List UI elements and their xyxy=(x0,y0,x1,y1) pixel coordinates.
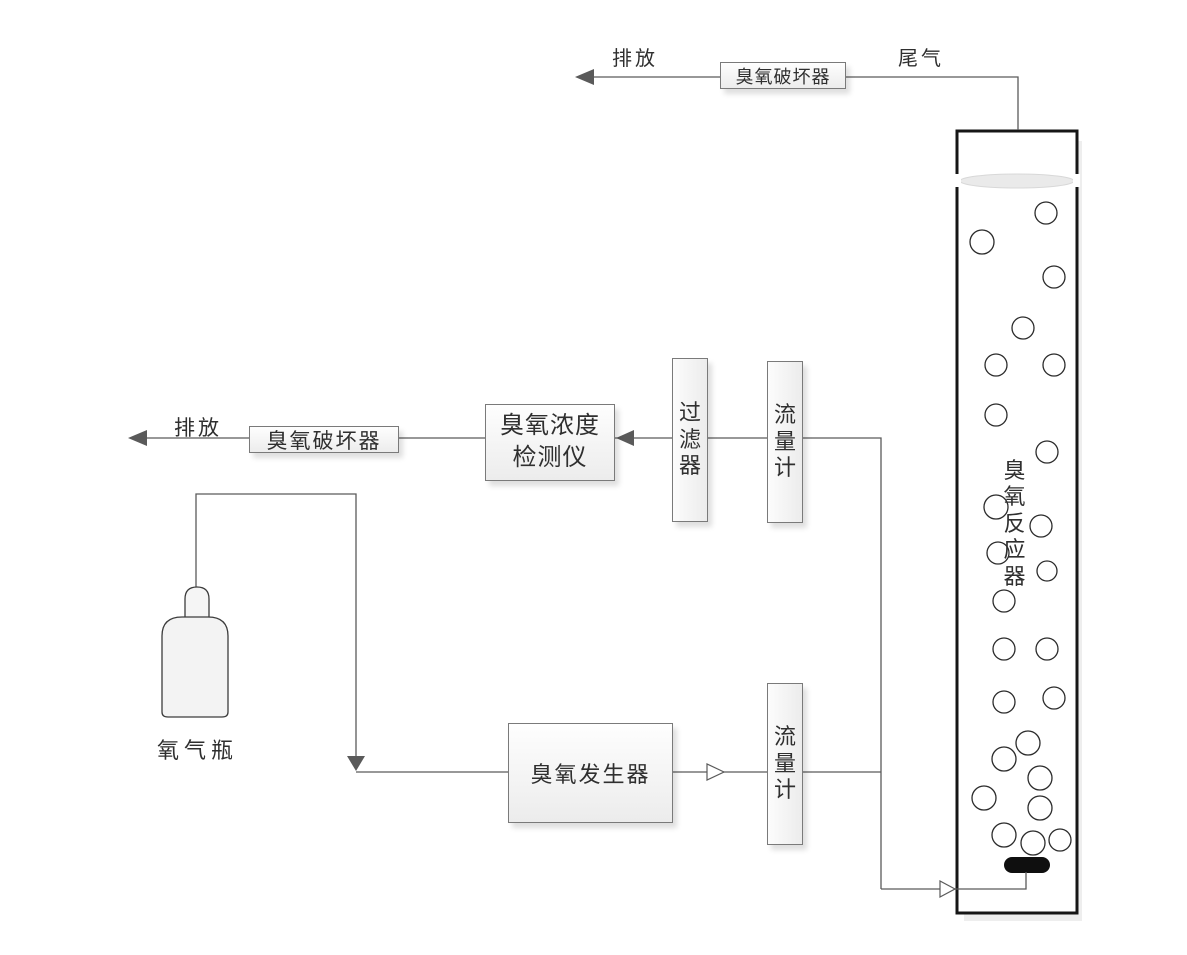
arrow-open-reactor-inlet xyxy=(939,880,957,898)
bubble xyxy=(992,690,1016,714)
bubble xyxy=(992,589,1016,613)
ozone-detector-label-line2: 检测仪 xyxy=(512,444,588,471)
meniscus-wall-gap-right xyxy=(1073,174,1080,187)
bubble xyxy=(983,494,1009,520)
bubble xyxy=(1035,637,1059,661)
arrow-feed-down xyxy=(347,756,365,771)
bubble xyxy=(971,785,997,811)
ozone-generator-box: 臭氧发生器 xyxy=(508,723,673,823)
bubble xyxy=(1029,514,1053,538)
bubble xyxy=(1034,201,1058,225)
top-discharge-label: 排放 xyxy=(612,48,658,70)
bubble xyxy=(1011,316,1035,340)
meniscus-wall-gap-left xyxy=(954,174,961,187)
bubble xyxy=(1036,560,1058,582)
liquid-meniscus xyxy=(959,173,1075,189)
flowmeter-bottom-label: 流量计 xyxy=(773,723,796,803)
bubbles-group xyxy=(969,201,1072,856)
bubble xyxy=(1027,765,1053,791)
flowmeter-top-box: 流量计 xyxy=(767,361,803,523)
oxygen-cylinder-neck xyxy=(184,586,210,621)
bubble xyxy=(1048,828,1072,852)
bubble xyxy=(1035,440,1059,464)
flowmeter-top-label: 流量计 xyxy=(773,401,796,481)
arrow-top-discharge xyxy=(575,69,594,85)
arrow-open-after-generator xyxy=(706,763,726,781)
pipe-oxygen-feed xyxy=(195,493,357,769)
bubble xyxy=(986,541,1010,565)
bubble xyxy=(1042,265,1066,289)
gas-diffuser xyxy=(1004,857,1050,873)
arrow-into-detector xyxy=(616,430,634,446)
arrow-left-discharge xyxy=(128,430,147,446)
ozone-detector-label-line1: 臭氧浓度 xyxy=(500,412,600,439)
bubble xyxy=(969,229,995,255)
flowmeter-bottom-box: 流量计 xyxy=(767,683,803,845)
bubble xyxy=(1042,686,1066,710)
bubble xyxy=(1027,795,1053,821)
top-ozone-destructor-box: 臭氧破坏器 xyxy=(720,62,846,89)
bubble xyxy=(1042,353,1066,377)
bubble xyxy=(991,746,1017,772)
bubble xyxy=(984,353,1008,377)
filter-label: 过滤器 xyxy=(678,399,701,479)
bubble xyxy=(984,403,1008,427)
filter-box: 过滤器 xyxy=(672,358,708,522)
tail-gas-label: 尾气 xyxy=(898,48,944,70)
ozone-detector-box: 臭氧浓度 检测仪 xyxy=(485,404,615,481)
reactor-column xyxy=(955,129,1079,915)
bubble xyxy=(1015,730,1041,756)
bubble xyxy=(992,637,1016,661)
left-ozone-destructor-box: 臭氧破坏器 xyxy=(249,426,399,453)
oxygen-cylinder-label: 氧气瓶 xyxy=(157,738,239,763)
left-discharge-label: 排放 xyxy=(174,416,222,440)
pipe-reactor-inlet xyxy=(881,872,1027,890)
bubble xyxy=(1020,830,1046,856)
bubble xyxy=(991,822,1017,848)
oxygen-cylinder-body xyxy=(161,616,229,718)
reactor-label: 臭氧反应器 xyxy=(1003,458,1026,589)
